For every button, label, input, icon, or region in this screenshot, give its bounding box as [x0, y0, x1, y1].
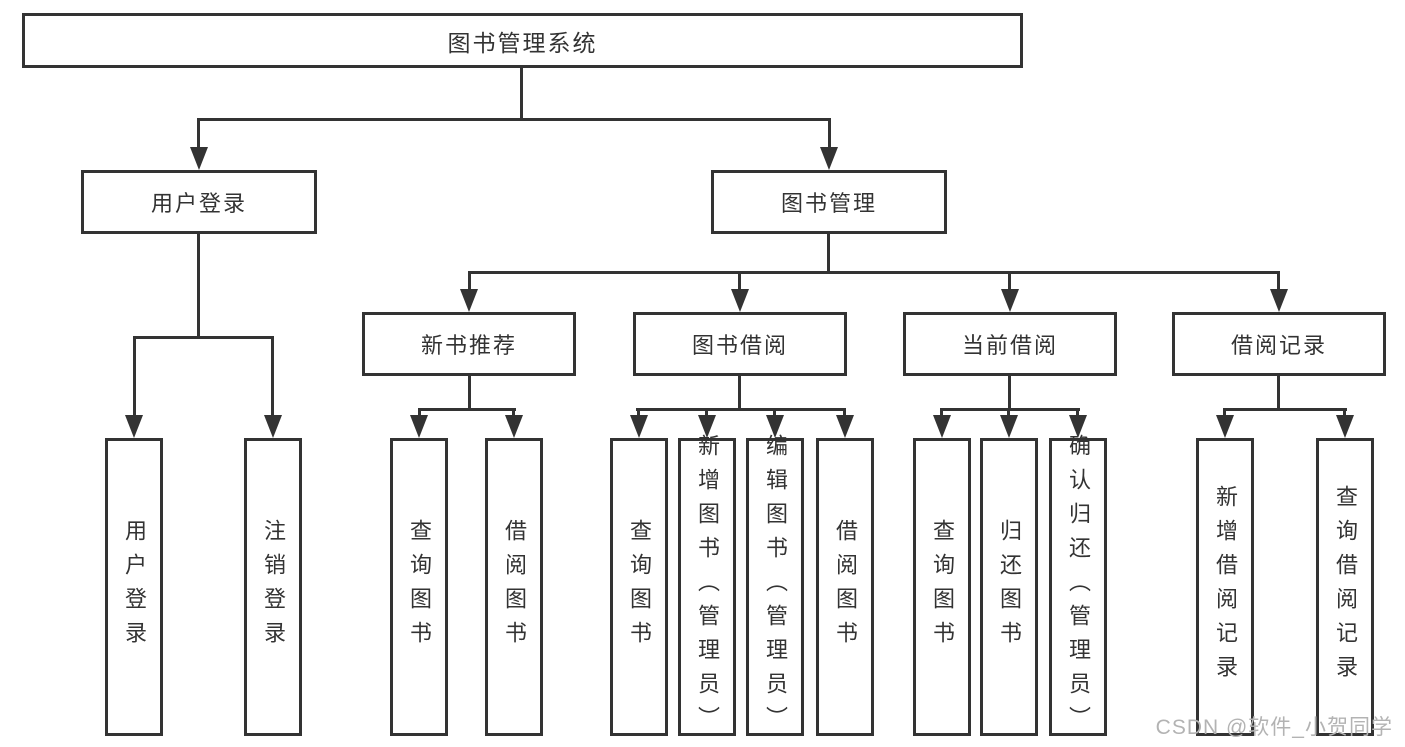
connector-line — [1008, 271, 1011, 293]
connector-line — [636, 408, 846, 411]
connector-line — [940, 408, 1080, 411]
connector-line — [940, 408, 943, 420]
connector-line — [1343, 408, 1346, 420]
connector-line — [1008, 376, 1011, 411]
node-book-management: 图书管理 — [711, 170, 947, 234]
arrowhead-down-icon — [125, 415, 143, 438]
connector-line — [828, 118, 831, 150]
connector-line — [198, 118, 831, 121]
leaf-return-book-label: 归还图书 — [997, 519, 1022, 655]
connector-line — [133, 336, 274, 339]
leaf-query-book-1: 查询图书 — [390, 438, 448, 736]
leaf-query-book-2-label: 查询图书 — [627, 519, 652, 655]
node-borrow-records: 借阅记录 — [1172, 312, 1386, 376]
connector-line — [1076, 408, 1079, 420]
arrowhead-down-icon — [1069, 415, 1087, 438]
leaf-query-book-3-label: 查询图书 — [930, 519, 955, 655]
connector-line — [468, 271, 1280, 274]
arrowhead-down-icon — [1000, 415, 1018, 438]
connector-line — [468, 271, 471, 293]
leaf-confirm-return-admin: 确认归还（管理员） — [1049, 434, 1107, 740]
connector-line — [827, 234, 830, 274]
connector-line — [1223, 408, 1347, 411]
connector-line — [520, 68, 523, 121]
connector-line — [197, 118, 200, 150]
arrowhead-down-icon — [820, 147, 838, 170]
leaf-edit-book-admin-label: 编辑图书（管理员） — [763, 434, 788, 740]
connector-line — [738, 271, 741, 293]
leaf-borrow-book-1: 借阅图书 — [485, 438, 543, 736]
arrowhead-down-icon — [264, 415, 282, 438]
connector-line — [418, 408, 516, 411]
connector-line — [133, 336, 136, 418]
connector-line — [773, 408, 776, 420]
node-user-login: 用户登录 — [81, 170, 317, 234]
connector-line — [512, 408, 515, 420]
arrowhead-down-icon — [1336, 415, 1354, 438]
leaf-borrow-book-2-label: 借阅图书 — [833, 519, 858, 655]
node-new-book-recommend: 新书推荐 — [362, 312, 576, 376]
arrowhead-down-icon — [505, 415, 523, 438]
connector-line — [1277, 376, 1280, 411]
leaf-user-login: 用户登录 — [105, 438, 163, 736]
leaf-return-book: 归还图书 — [980, 438, 1038, 736]
connector-line — [1277, 271, 1280, 293]
leaf-query-borrow-record-label: 查询借阅记录 — [1333, 485, 1358, 689]
leaf-add-book-admin-label: 新增图书（管理员） — [695, 434, 720, 740]
leaf-query-book-3: 查询图书 — [913, 438, 971, 736]
node-book-borrow: 图书借阅 — [633, 312, 847, 376]
leaf-borrow-book-1-label: 借阅图书 — [502, 519, 527, 655]
connector-line — [843, 408, 846, 420]
leaf-query-book-1-label: 查询图书 — [407, 519, 432, 655]
connector-line — [468, 376, 471, 411]
arrowhead-down-icon — [410, 415, 428, 438]
leaf-query-book-2: 查询图书 — [610, 438, 668, 736]
arrowhead-down-icon — [836, 415, 854, 438]
leaf-logout-label: 注销登录 — [261, 519, 286, 655]
leaf-add-borrow-record: 新增借阅记录 — [1196, 438, 1254, 736]
arrowhead-down-icon — [731, 289, 749, 312]
leaf-add-book-admin: 新增图书（管理员） — [678, 434, 736, 740]
leaf-add-borrow-record-label: 新增借阅记录 — [1213, 485, 1238, 689]
leaf-confirm-return-admin-label: 确认归还（管理员） — [1066, 434, 1091, 740]
connector-line — [1007, 408, 1010, 420]
arrowhead-down-icon — [1001, 289, 1019, 312]
csdn-watermark: CSDN @软件_小贺同学 — [1155, 716, 1393, 739]
arrowhead-down-icon — [766, 415, 784, 438]
leaf-logout: 注销登录 — [244, 438, 302, 736]
arrowhead-down-icon — [1216, 415, 1234, 438]
node-root-system: 图书管理系统 — [22, 13, 1023, 68]
connector-line — [271, 336, 274, 418]
leaf-query-borrow-record: 查询借阅记录 — [1316, 438, 1374, 736]
connector-line — [705, 408, 708, 420]
arrowhead-down-icon — [630, 415, 648, 438]
arrowhead-down-icon — [933, 415, 951, 438]
node-current-borrow: 当前借阅 — [903, 312, 1117, 376]
arrowhead-down-icon — [190, 147, 208, 170]
connector-line — [197, 234, 200, 339]
arrowhead-down-icon — [1270, 289, 1288, 312]
leaf-borrow-book-2: 借阅图书 — [816, 438, 874, 736]
arrowhead-down-icon — [460, 289, 478, 312]
connector-line — [1223, 408, 1226, 420]
leaf-user-login-label: 用户登录 — [122, 519, 147, 655]
connector-line — [418, 408, 421, 420]
connector-line — [738, 376, 741, 411]
connector-line — [637, 408, 640, 420]
arrowhead-down-icon — [698, 415, 716, 438]
leaf-edit-book-admin: 编辑图书（管理员） — [746, 434, 804, 740]
